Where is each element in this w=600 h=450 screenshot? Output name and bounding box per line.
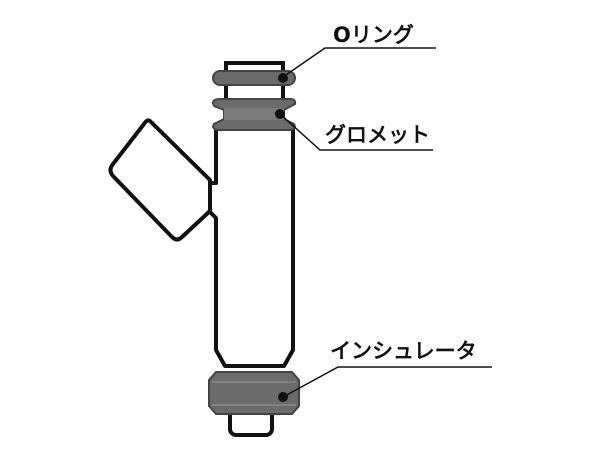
- insulator: [208, 371, 300, 437]
- grommet: [211, 98, 297, 131]
- insulator-callout: インシュレータ: [278, 339, 492, 402]
- injector-body: [208, 126, 295, 368]
- grommet-callout: グロメット: [275, 109, 433, 151]
- insulator-label: インシュレータ: [330, 339, 477, 363]
- grommet-label: グロメット: [325, 123, 430, 147]
- o-ring: [212, 70, 296, 86]
- injector-connector: [108, 118, 212, 242]
- o-ring-callout: Oリング: [278, 23, 436, 83]
- o-ring-label: Oリング: [333, 23, 414, 47]
